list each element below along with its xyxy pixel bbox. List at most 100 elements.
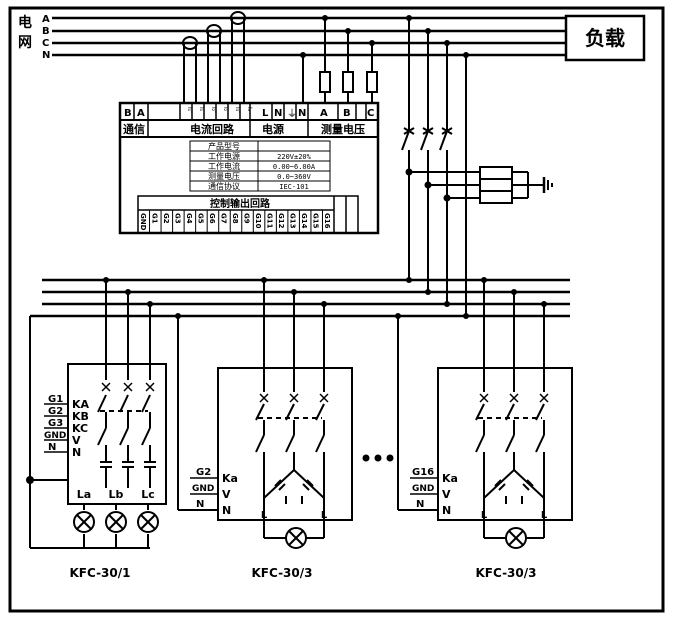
load-label: 负载 <box>585 26 625 50</box>
output-terminal-gnd: GND <box>139 213 147 231</box>
terminal-c-measure: C <box>367 108 374 119</box>
phase-label-n: N <box>42 50 50 61</box>
output-terminal-g15: G15 <box>312 213 320 229</box>
output-terminal-g14: G14 <box>300 213 308 229</box>
unit1-output-lb: Lb <box>109 488 124 501</box>
spec-val-power: 220V±20% <box>277 153 312 161</box>
output-terminal-g12: G12 <box>277 213 285 229</box>
controller-block <box>118 101 380 235</box>
unit1-output-la: La <box>77 488 91 501</box>
unit3-output-l2: L <box>541 510 548 521</box>
terminal-b-comm: B <box>124 108 132 119</box>
terminal-b-measure: B <box>343 108 351 119</box>
output-terminal-g9: G9 <box>243 213 251 224</box>
terminal-l: L <box>262 108 269 119</box>
unit1-pin-ka: KA <box>72 398 90 411</box>
unit1-inputs <box>44 403 68 453</box>
unit1-pin-kb: KB <box>72 410 89 423</box>
spec-key-model: 产品型号 <box>208 141 240 151</box>
output-terminal-g7: G7 <box>219 213 227 224</box>
unit2-pin-n: N <box>222 504 231 517</box>
output-terminal-g11: G11 <box>266 213 274 229</box>
group-current: 电流回路 <box>190 122 235 136</box>
ct-terminal-5: I₃' <box>234 107 241 113</box>
ct-terminal-6: I₃ <box>246 107 253 112</box>
spec-val-current: 0.00~6.00A <box>273 163 316 171</box>
ground-terminal: ⏚ <box>287 108 297 120</box>
group-voltage: 测量电压 <box>321 122 365 136</box>
spec-val-voltage: 0.0~360V <box>277 173 312 181</box>
group-power: 电源 <box>262 122 284 136</box>
output-terminal-g5: G5 <box>196 213 204 224</box>
top-bus <box>52 16 566 57</box>
ct-terminal-2: I₁ <box>198 107 205 112</box>
unit3-output-l1: L <box>481 510 488 521</box>
spec-table <box>189 140 331 192</box>
output-terminal-g10: G10 <box>254 213 262 229</box>
terminal-n-measure: N <box>298 108 306 119</box>
terminal-n-power: N <box>274 108 282 119</box>
output-terminal-g6: G6 <box>208 213 216 224</box>
unit2-box <box>177 280 353 539</box>
output-terminal-g8: G8 <box>231 213 239 224</box>
unit1-box <box>67 280 167 548</box>
unit2-pin-ka: Ka <box>222 472 238 485</box>
unit2-lamp <box>285 527 307 549</box>
output-terminal-g2: G2 <box>162 213 170 224</box>
unit2-input-n: N <box>196 499 204 510</box>
phase-label-c: C <box>42 38 49 49</box>
unit3-inputs <box>410 477 438 495</box>
spec-key-current: 工作电流 <box>208 161 240 171</box>
unit3-input-gnd: GND <box>412 484 434 494</box>
unit1-input-g3: G3 <box>48 418 63 429</box>
unit1-output-lc: Lc <box>141 488 155 501</box>
measure-taps <box>302 18 378 103</box>
unit2-output-l1: L <box>261 510 268 521</box>
output-terminal-g4: G4 <box>185 213 193 224</box>
main-feed <box>401 18 467 316</box>
output-terminal-g3: G3 <box>173 213 181 224</box>
surge-arrester <box>405 166 553 204</box>
outer-frame <box>8 6 665 613</box>
unit3-lamp <box>505 527 527 549</box>
ct-terminal-1: I₁' <box>186 107 193 113</box>
output-terminal-g1: G1 <box>150 213 158 224</box>
unit1-input-gnd: GND <box>44 431 66 441</box>
unit3-switch-crosses <box>479 393 549 403</box>
grid-label-1: 电 <box>18 14 32 31</box>
output-terminal-g16: G16 <box>323 213 331 229</box>
unit1-input-g1: G1 <box>48 394 63 405</box>
phase-label-a: A <box>42 14 50 25</box>
output-terminal-g13: G13 <box>289 213 297 229</box>
spec-key-power: 工作电源 <box>208 151 240 161</box>
spec-key-protocol: 通信协议 <box>208 181 240 191</box>
terminal-a-comm: A <box>137 108 145 119</box>
unit2-pin-v: V <box>222 488 231 501</box>
output-terminal-strip <box>137 195 359 234</box>
grid-label-2: 网 <box>18 35 32 51</box>
unit1-pin-kc: KC <box>72 422 88 435</box>
unit3-input-n: N <box>416 499 424 510</box>
load-box <box>564 14 646 62</box>
unit1-switch-crosses <box>101 382 155 392</box>
unit2-inputs <box>190 477 218 495</box>
unit1-pin-n: N <box>72 446 81 459</box>
unit1-input-n: N <box>48 442 56 453</box>
ct-terminal-3: I₂' <box>210 107 217 113</box>
spec-val-protocol: IEC-101 <box>279 183 309 191</box>
lower-bus <box>30 278 570 318</box>
unit1-lamps <box>73 511 159 533</box>
unit2-input-g2: G2 <box>196 467 211 478</box>
unit3-model: KFC-30/3 <box>476 566 537 580</box>
terminal-a-measure: A <box>320 108 328 119</box>
left-neutral <box>26 316 150 549</box>
unit3-pin-v: V <box>442 488 451 501</box>
unit2-model: KFC-30/3 <box>252 566 313 580</box>
unit2-switch-crosses <box>259 393 329 403</box>
unit1-pin-v: V <box>72 434 81 447</box>
ellipsis-dots <box>362 454 394 462</box>
unit1-model: KFC-30/1 <box>70 566 131 580</box>
unit1-input-g2: G2 <box>48 406 63 417</box>
